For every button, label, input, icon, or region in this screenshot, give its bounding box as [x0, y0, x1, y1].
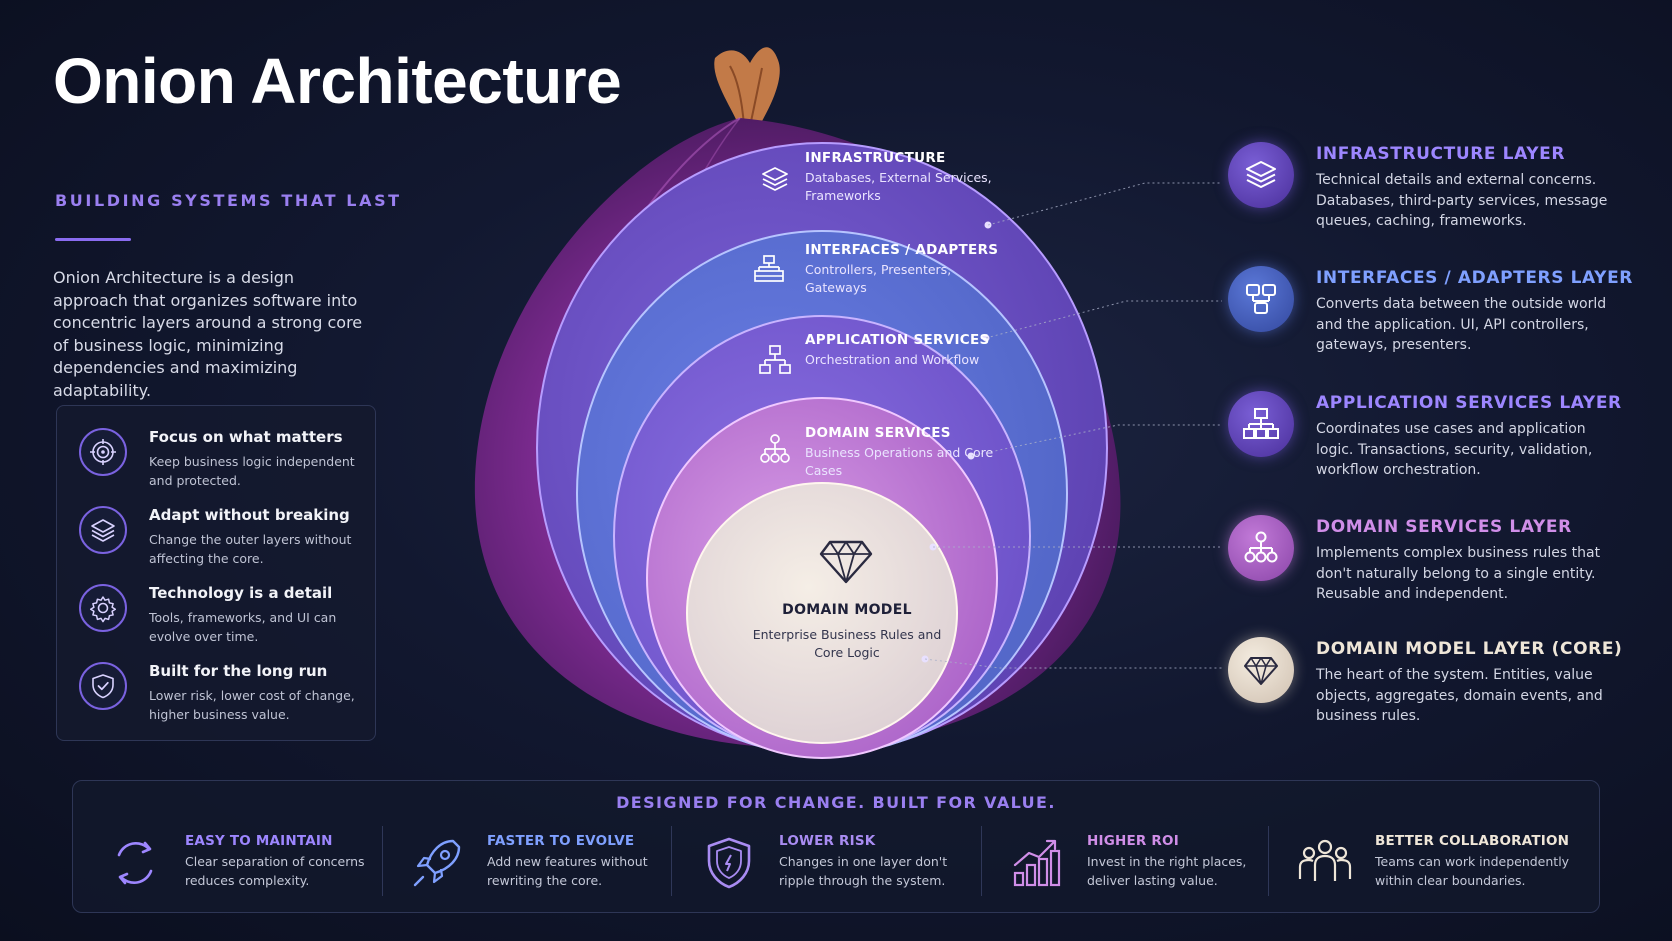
diamond-icon	[819, 540, 873, 584]
layer-application: APPLICATION SERVICES LAYER Coordinates u…	[1228, 391, 1648, 501]
layer-desc: Coordinates use cases and application lo…	[1316, 421, 1593, 478]
principle-desc: Keep business logic independent and prot…	[149, 454, 355, 488]
divider	[382, 826, 383, 896]
layer-desc: Technical details and external concerns.…	[1316, 172, 1608, 229]
benefit-desc: Changes in one layer don't ripple throug…	[779, 854, 948, 888]
layer-desc: Implements complex business rules that d…	[1316, 545, 1601, 602]
ring-desc: Databases, External Services, Frameworks	[805, 170, 992, 203]
ring-desc: Orchestration and Workflow	[805, 352, 980, 367]
adapter-icon	[754, 255, 784, 282]
ring-title: INTERFACES / ADAPTERS	[805, 242, 999, 258]
hierarchy-icon	[759, 345, 791, 374]
title-line: Onion Architecture	[53, 45, 622, 117]
title-divider	[55, 238, 131, 241]
ring-label-domain-services: DOMAIN SERVICES Business Operations and …	[805, 425, 1005, 479]
core-title: DOMAIN MODEL	[782, 602, 912, 618]
layer-domain-services: DOMAIN SERVICES LAYER Implements complex…	[1228, 515, 1648, 625]
rocket-icon	[413, 839, 461, 887]
layers-icon	[762, 167, 788, 191]
benefit-title: HIGHER ROI	[1087, 833, 1179, 849]
benefit-desc: Clear separation of concerns reduces com…	[185, 854, 365, 888]
principle-item: Built for the long run Lower risk, lower…	[79, 660, 369, 732]
layer-title: APPLICATION SERVICES LAYER	[1316, 393, 1622, 413]
benefit-title: FASTER TO EVOLVE	[487, 833, 635, 849]
layer-title: INFRASTRUCTURE LAYER	[1316, 144, 1566, 164]
adapter-icon	[1228, 266, 1294, 332]
ring-desc: Controllers, Presenters, Gateways	[805, 262, 952, 295]
gear-icon	[79, 584, 127, 632]
ring-title: INFRASTRUCTURE	[805, 150, 946, 166]
benefits-title: DESIGNED FOR CHANGE. BUILT FOR VALUE.	[616, 793, 1056, 812]
layer-infrastructure: INFRASTRUCTURE LAYER Technical details a…	[1228, 142, 1648, 252]
principle-title: Adapt without breaking	[149, 506, 350, 524]
ring-title: DOMAIN SERVICES	[805, 425, 951, 441]
layer-title: DOMAIN SERVICES LAYER	[1316, 517, 1572, 537]
ring-label-application: APPLICATION SERVICES Orchestration and W…	[805, 332, 1005, 369]
layers-icon	[79, 506, 127, 554]
principle-title: Built for the long run	[149, 662, 328, 680]
layer-interfaces: INTERFACES / ADAPTERS LAYER Converts dat…	[1228, 266, 1648, 376]
ring-desc: Business Operations and Core Cases	[805, 445, 994, 478]
benefit-desc: Add new features without rewriting the c…	[487, 854, 648, 888]
benefit-desc: Invest in the right places, deliver last…	[1087, 854, 1247, 888]
core-desc: Enterprise Business Rules and Core Logic	[752, 627, 942, 660]
ring-label-interfaces: INTERFACES / ADAPTERS Controllers, Prese…	[805, 242, 1005, 296]
benefits-panel: DESIGNED FOR CHANGE. BUILT FOR VALUE. EA…	[72, 780, 1600, 913]
cycle-arrows-icon	[117, 841, 153, 885]
page-title: Onion Architecture	[53, 45, 622, 117]
layer-title: DOMAIN MODEL LAYER (CORE)	[1316, 639, 1623, 659]
intro-text: Onion Architecture is a design approach …	[53, 268, 363, 400]
benefit-title: LOWER RISK	[779, 833, 876, 849]
network-icon	[760, 434, 790, 463]
shield-check-icon	[79, 662, 127, 710]
principles-panel: Focus on what matters Keep business logi…	[56, 405, 376, 741]
hierarchy-icon	[1228, 391, 1294, 457]
target-icon	[79, 428, 127, 476]
divider	[981, 826, 982, 896]
diamond-icon	[1228, 637, 1294, 703]
principle-item: Adapt without breaking Change the outer …	[79, 504, 369, 576]
principle-item: Technology is a detail Tools, frameworks…	[79, 582, 369, 654]
onion-illustration	[474, 47, 1121, 759]
layer-domain-model: DOMAIN MODEL LAYER (CORE) The heart of t…	[1228, 637, 1648, 747]
principle-title: Technology is a detail	[149, 584, 333, 602]
divider	[671, 826, 672, 896]
benefit-title: EASY TO MAINTAIN	[185, 833, 333, 849]
layer-desc: Converts data between the outside world …	[1316, 296, 1607, 353]
layer-desc: The heart of the system. Entities, value…	[1316, 667, 1603, 724]
principle-desc: Lower risk, lower cost of change, higher…	[149, 688, 355, 722]
principle-desc: Tools, frameworks, and UI can evolve ove…	[149, 610, 337, 644]
shield-icon	[707, 837, 751, 889]
principle-title: Focus on what matters	[149, 428, 343, 446]
ring-label-infrastructure: INFRASTRUCTURE Databases, External Servi…	[805, 150, 1005, 204]
principle-desc: Change the outer layers without affectin…	[149, 532, 352, 566]
page-subtitle: BUILDING SYSTEMS THAT LAST	[55, 191, 402, 210]
benefit-desc: Teams can work independently within clea…	[1375, 854, 1570, 888]
ring-title: APPLICATION SERVICES	[805, 332, 990, 348]
layers-icon	[1228, 142, 1294, 208]
layer-title: INTERFACES / ADAPTERS LAYER	[1316, 268, 1633, 288]
bar-chart-icon	[1013, 839, 1061, 887]
divider	[1268, 826, 1269, 896]
principle-item: Focus on what matters Keep business logi…	[79, 426, 369, 498]
network-icon	[1228, 515, 1294, 581]
benefit-title: BETTER COLLABORATION	[1375, 833, 1570, 849]
team-icon	[1298, 839, 1352, 881]
